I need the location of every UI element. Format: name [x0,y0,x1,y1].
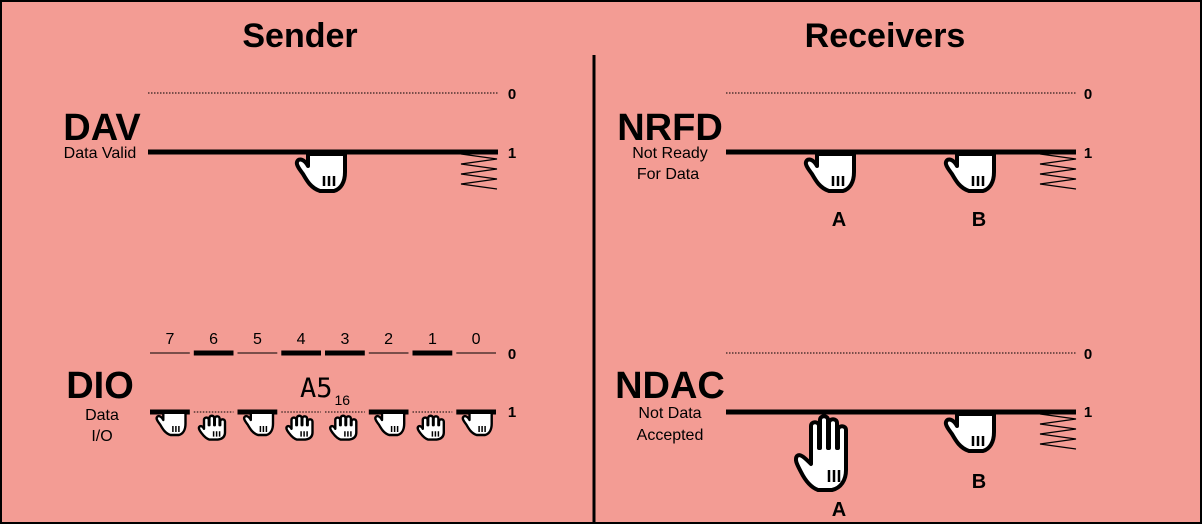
dav-sender-hand-icon [294,152,347,193]
dav-pullup-spring-icon [460,153,498,190]
dio-bit-5: 5 [237,331,278,437]
dio-bit-label: 2 [384,331,393,348]
dio-description-line1: Data [85,407,119,424]
dio-bit-hand-icon [197,414,227,441]
ndac-pullup-spring-icon [1039,413,1077,450]
dio-name: DIO [66,365,134,407]
ndac-description-line1: Not Data [638,405,701,422]
dio-bit-6: 6 [193,331,234,441]
dio-bit-3: 3 [325,331,365,441]
dio-bit-4: 4 [281,331,321,441]
dio-bit-hand-icon [329,414,358,441]
dio-description-line2: I/O [91,428,112,445]
dio-bit-label: 6 [209,331,218,348]
nrfd-receiver-b-hand-icon [943,152,996,193]
sender-title: Sender [242,17,357,55]
dio-bit-2: 2 [368,331,409,437]
ndac-level0-label: 0 [1084,346,1092,363]
dio-bit-label: 1 [428,331,437,348]
dio-bit-7: 7 [150,331,190,437]
nrfd-receiver-b-label: B [972,209,986,231]
ndac-receiver-a-hand-icon [793,414,848,492]
nrfd-level1-label: 1 [1084,145,1092,162]
nrfd-description-line1: Not Ready [632,145,708,162]
dio-bit-hand-icon [461,411,493,437]
dio-bit-hand-icon [242,411,275,437]
dio-bit-hand-icon [374,411,406,437]
dio-level1-label: 1 [508,404,516,421]
dio-bit-label: 7 [165,331,174,348]
nrfd-receiver-a-label: A [832,209,846,231]
dio-bit-label: 5 [253,331,262,348]
dio-bit-label: 4 [297,331,306,348]
ndac-name: NDAC [615,365,725,407]
dio-level0-label: 0 [508,346,516,363]
ndac-signal: NDAC Not Data Accepted 0 1 A B [615,346,1092,521]
receivers-title: Receivers [805,17,966,55]
dio-bit-label: 0 [472,331,481,348]
ndac-level1-label: 1 [1084,404,1092,421]
dio-bit-0: 0 [456,331,496,437]
nrfd-signal: NRFD Not Ready For Data 0 1 A B [617,86,1092,231]
dio-bit-1: 1 [412,331,453,441]
dav-signal: DAV Data Valid 0 1 [63,86,516,193]
nrfd-name: NRFD [617,107,723,149]
ndac-description-line2: Accepted [637,427,704,444]
dav-level1-label: 1 [508,145,516,162]
nrfd-description-line2: For Data [637,166,699,183]
dio-bits: 7 6 5 4 3 2 1 0 [150,331,496,441]
dio-bit-label: 3 [340,331,349,348]
ndac-receiver-a-label: A [832,499,846,521]
dio-bit-hand-icon [285,414,314,441]
dav-description: Data Valid [64,145,137,162]
nrfd-receiver-a-hand-icon [803,152,856,193]
dio-bit-hand-icon [155,411,187,437]
ndac-receiver-b-hand-icon [943,412,996,453]
nrfd-pullup-spring-icon [1039,153,1077,190]
nrfd-level0-label: 0 [1084,86,1092,103]
dav-level0-label: 0 [508,86,516,103]
dio-bit-hand-icon [416,414,445,441]
ndac-receiver-b-label: B [972,471,986,493]
dav-name: DAV [63,107,141,149]
